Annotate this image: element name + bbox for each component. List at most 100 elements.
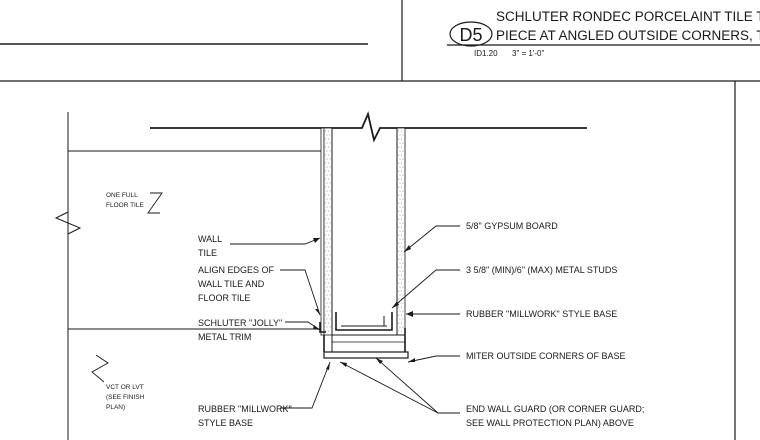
gypsum-hatch-dot: [329, 278, 331, 280]
gypsum-hatch-dot: [402, 310, 404, 312]
leader-wall-tile: [230, 237, 321, 245]
gypsum-hatch-dot: [325, 234, 326, 236]
gypsum-hatch-dot: [398, 242, 399, 244]
gypsum-hatch-dot: [399, 134, 401, 136]
gypsum-hatch-dot: [401, 138, 402, 140]
gypsum-hatch-dot: [328, 178, 329, 180]
gypsum-hatch-dot: [399, 318, 401, 320]
gypsum-hatch-dot: [326, 230, 328, 232]
gypsum-hatch-dot: [329, 134, 331, 136]
gypsum-hatch-dot: [401, 258, 402, 260]
gypsum-hatch-dot: [326, 150, 328, 152]
gypsum-hatch-dot: [329, 142, 331, 144]
leader-gypsum-board: [403, 225, 460, 253]
gypsum-hatch-dot: [399, 214, 401, 216]
gypsum-hatch-dot: [325, 202, 326, 204]
gypsum-hatch-dot: [398, 290, 399, 292]
gypsum-hatch-dot: [329, 198, 331, 200]
gypsum-hatch-dot: [401, 330, 402, 332]
gypsum-hatch-dot: [325, 306, 326, 308]
leader-vct-lvt: [91, 354, 109, 383]
label-one-full-floor-tile-2: FLOOR TILE: [106, 202, 144, 209]
drawing-scale: 3" = 1'-0": [512, 49, 544, 58]
gypsum-hatch-dot: [329, 294, 331, 296]
gypsum-hatch-dot: [399, 230, 401, 232]
gypsum-hatch-dot: [402, 158, 404, 160]
leader-metal-studs: [391, 269, 460, 309]
gypsum-hatch-dot: [328, 138, 329, 140]
gypsum-hatch-dot: [325, 242, 326, 244]
gypsum-hatch-dot: [398, 226, 399, 228]
gypsum-hatch-dot: [401, 130, 402, 132]
gypsum-hatch-dot: [329, 254, 331, 256]
leader-end-wall-guard-b: [339, 361, 439, 414]
gypsum-hatch-dot: [398, 266, 399, 268]
gypsum-hatch-dot: [325, 250, 326, 252]
gypsum-hatch-dot: [399, 198, 401, 200]
gypsum-hatch-dot: [328, 146, 329, 148]
gypsum-hatch-dot: [399, 150, 401, 152]
gypsum-hatch-dot: [329, 270, 331, 272]
gypsum-hatch-dot: [325, 274, 326, 276]
gypsum-hatch-dot: [399, 166, 401, 168]
gypsum-hatch-dot: [401, 274, 402, 276]
gypsum-hatch-dot: [326, 286, 328, 288]
gypsum-hatch-dot: [329, 214, 331, 216]
gypsum-hatch-dot: [328, 306, 329, 308]
gypsum-hatch-dot: [325, 186, 326, 188]
gypsum-hatch-dot: [399, 182, 401, 184]
gypsum-hatch-dot: [399, 294, 401, 296]
gypsum-hatch-dot: [326, 158, 328, 160]
gypsum-hatch-dot: [398, 170, 399, 172]
gypsum-hatch-dot: [326, 326, 328, 328]
gypsum-hatch-dot: [325, 154, 326, 156]
gypsum-hatch-dot: [328, 242, 329, 244]
gypsum-hatch-dot: [398, 258, 399, 260]
gypsum-hatch-dot: [326, 302, 328, 304]
arrow-end-wall-guard-a: [376, 358, 383, 364]
label-end-wall-guard-1: END WALL GUARD (OR CORNER GUARD;: [466, 404, 644, 414]
gypsum-hatch-dot: [328, 226, 329, 228]
gypsum-hatch-dot: [402, 182, 404, 184]
gypsum-hatch-dot: [329, 286, 331, 288]
gypsum-hatch-dot: [325, 314, 326, 316]
gypsum-hatch-dot: [399, 278, 401, 280]
gypsum-hatch-dot: [402, 262, 404, 264]
arrow-miter-corners: [408, 358, 415, 362]
gypsum-hatch-dot: [329, 262, 331, 264]
gypsum-hatch-dot: [326, 142, 328, 144]
gypsum-hatch-dot: [328, 258, 329, 260]
gypsum-hatch-dot: [326, 190, 328, 192]
gypsum-hatch-dot: [328, 130, 329, 132]
gypsum-hatch-dot: [329, 206, 331, 208]
label-rubber-base-left-2: STYLE BASE: [198, 418, 253, 428]
label-align-edges-2: WALL TILE AND: [198, 279, 265, 289]
gypsum-hatch-dot: [328, 154, 329, 156]
gypsum-hatch-dot: [325, 194, 326, 196]
gypsum-hatch-dot: [401, 178, 402, 180]
gypsum-hatch-dot: [401, 306, 402, 308]
gypsum-hatch-dot: [401, 146, 402, 148]
label-rubber-base-right: RUBBER "MILLWORK" STYLE BASE: [466, 309, 617, 319]
gypsum-hatch-dot: [399, 190, 401, 192]
gypsum-hatch-dot: [329, 318, 331, 320]
gypsum-hatch-dot: [325, 130, 326, 132]
gypsum-hatch-dot: [325, 138, 326, 140]
gypsum-hatch-dot: [402, 326, 404, 328]
gypsum-hatch-dot: [398, 282, 399, 284]
leader-miter-corners: [407, 355, 460, 363]
gypsum-hatch-dot: [328, 274, 329, 276]
gypsum-hatch-dot: [399, 206, 401, 208]
gypsum-hatch-dot: [328, 250, 329, 252]
gypsum-hatch-dot: [401, 250, 402, 252]
gypsum-hatch-dot: [402, 278, 404, 280]
gypsum-hatch-dot: [398, 194, 399, 196]
gypsum-hatch-dot: [326, 310, 328, 312]
leader-end-wall-guard-a: [375, 357, 460, 414]
gypsum-hatch-dot: [398, 306, 399, 308]
gypsum-hatch-dot: [325, 210, 326, 212]
detail-bubble-outline: [449, 21, 493, 47]
